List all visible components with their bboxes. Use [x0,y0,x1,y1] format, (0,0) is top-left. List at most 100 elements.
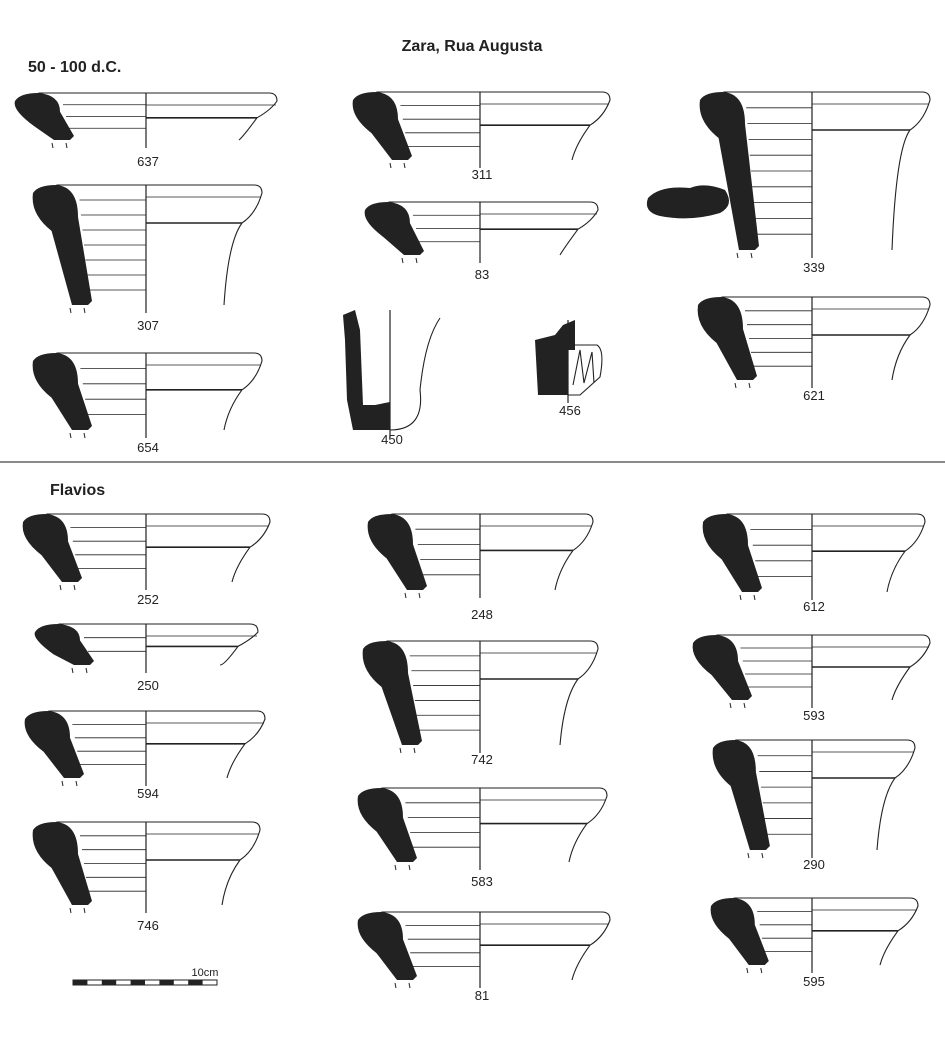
vessel-81: 81 [357,911,611,1003]
break-tick [73,584,76,591]
exterior-outline [480,787,608,863]
break-tick [750,252,753,259]
scale-bar-segment [130,980,145,985]
break-tick [394,864,397,871]
vessel-307: 307 [32,184,263,333]
profile-section [357,788,417,862]
vessel-637: 637 [14,92,278,169]
break-tick [401,257,404,264]
exterior-outline [480,911,611,981]
profile-section [343,310,390,430]
section-heading-flavios: Flavios [50,482,105,499]
break-tick [59,584,62,591]
vessel-number: 594 [137,786,159,801]
vessel-number: 311 [472,167,493,182]
exterior-outline [146,92,278,141]
break-tick [75,780,78,787]
break-tick [739,594,742,601]
vessel-number: 593 [803,708,825,723]
vessel-290: 290 [712,739,916,872]
exterior-outline [812,91,931,251]
vessel-number: 250 [137,678,159,693]
break-tick [69,432,72,439]
break-tick [85,667,88,674]
break-tick [83,432,86,439]
profile-section [535,320,575,395]
exterior-outline [146,623,259,666]
vessel-number: 637 [137,154,159,169]
vessel-number: 450 [381,432,403,447]
profile-section [357,912,417,980]
exterior-outline [146,184,263,306]
break-tick [408,864,411,871]
vessel-number: 595 [803,974,825,989]
profile-section [32,353,92,430]
break-tick [748,382,751,389]
exterior-outline [146,821,261,906]
break-tick [734,382,737,389]
scale-bar-segment [73,980,88,985]
vessel-number: 746 [137,918,159,933]
vessel-number: 742 [471,752,493,767]
vessel-248: 248 [367,513,594,622]
plate-title: Zara, Rua Augusta [402,38,543,55]
profile-section [34,624,94,665]
profile-section [697,297,757,380]
vessel-number: 583 [471,874,493,889]
break-tick [747,852,750,859]
break-tick [71,667,74,674]
exterior-outline [146,513,271,583]
exterior-outline [146,352,263,431]
vessel-583: 583 [357,787,608,889]
vessel-number: 290 [803,857,825,872]
break-tick [753,594,756,601]
break-tick [413,747,416,754]
vessel-593: 593 [692,634,931,723]
vessel-number: 252 [137,592,159,607]
profile-section [14,93,74,140]
exterior-outline [480,91,611,161]
scale-bar-segment [101,980,117,985]
vessel-number: 81 [475,988,489,1003]
break-tick [760,967,763,974]
break-tick [394,982,397,989]
vessel-number: 339 [803,260,825,275]
section-heading-early: 50 - 100 d.C. [28,59,121,76]
exterior-outline [480,513,594,591]
break-tick [61,780,64,787]
profile-section [702,514,762,592]
vessel-83: 83 [364,201,599,282]
break-tick [418,592,421,599]
profile-section [692,635,752,700]
break-tick [415,257,418,264]
vessel-number: 621 [803,388,825,403]
vessel-252: 252 [22,513,271,607]
exterior-outline [812,634,931,701]
break-tick [736,252,739,259]
scale-bar-label: 10cm [192,967,219,979]
vessel-654: 654 [32,352,263,455]
vessel-456: 456 [535,320,603,418]
break-tick [65,142,68,149]
profile-section [364,202,424,255]
break-tick [69,907,72,914]
exterior-outline [812,739,916,851]
vessel-drawings: 637 311 339 307 83 654 450 456 621 252 248 612 250 59… [14,91,931,1003]
exterior-outline [146,710,266,779]
scale-bar-segment [188,980,203,985]
vessel-594: 594 [24,710,266,801]
vessel-621: 621 [697,296,931,403]
break-tick [389,162,392,169]
profile-section [352,92,412,160]
vessel-number: 456 [559,403,581,418]
vessel-595: 595 [710,897,919,989]
handle-section [646,185,729,219]
break-tick [729,702,732,709]
break-tick [399,747,402,754]
break-tick [51,142,54,149]
profile-section [32,822,92,905]
vessel-612: 612 [702,513,926,614]
break-tick [746,967,749,974]
vessel-311: 311 [352,91,611,182]
